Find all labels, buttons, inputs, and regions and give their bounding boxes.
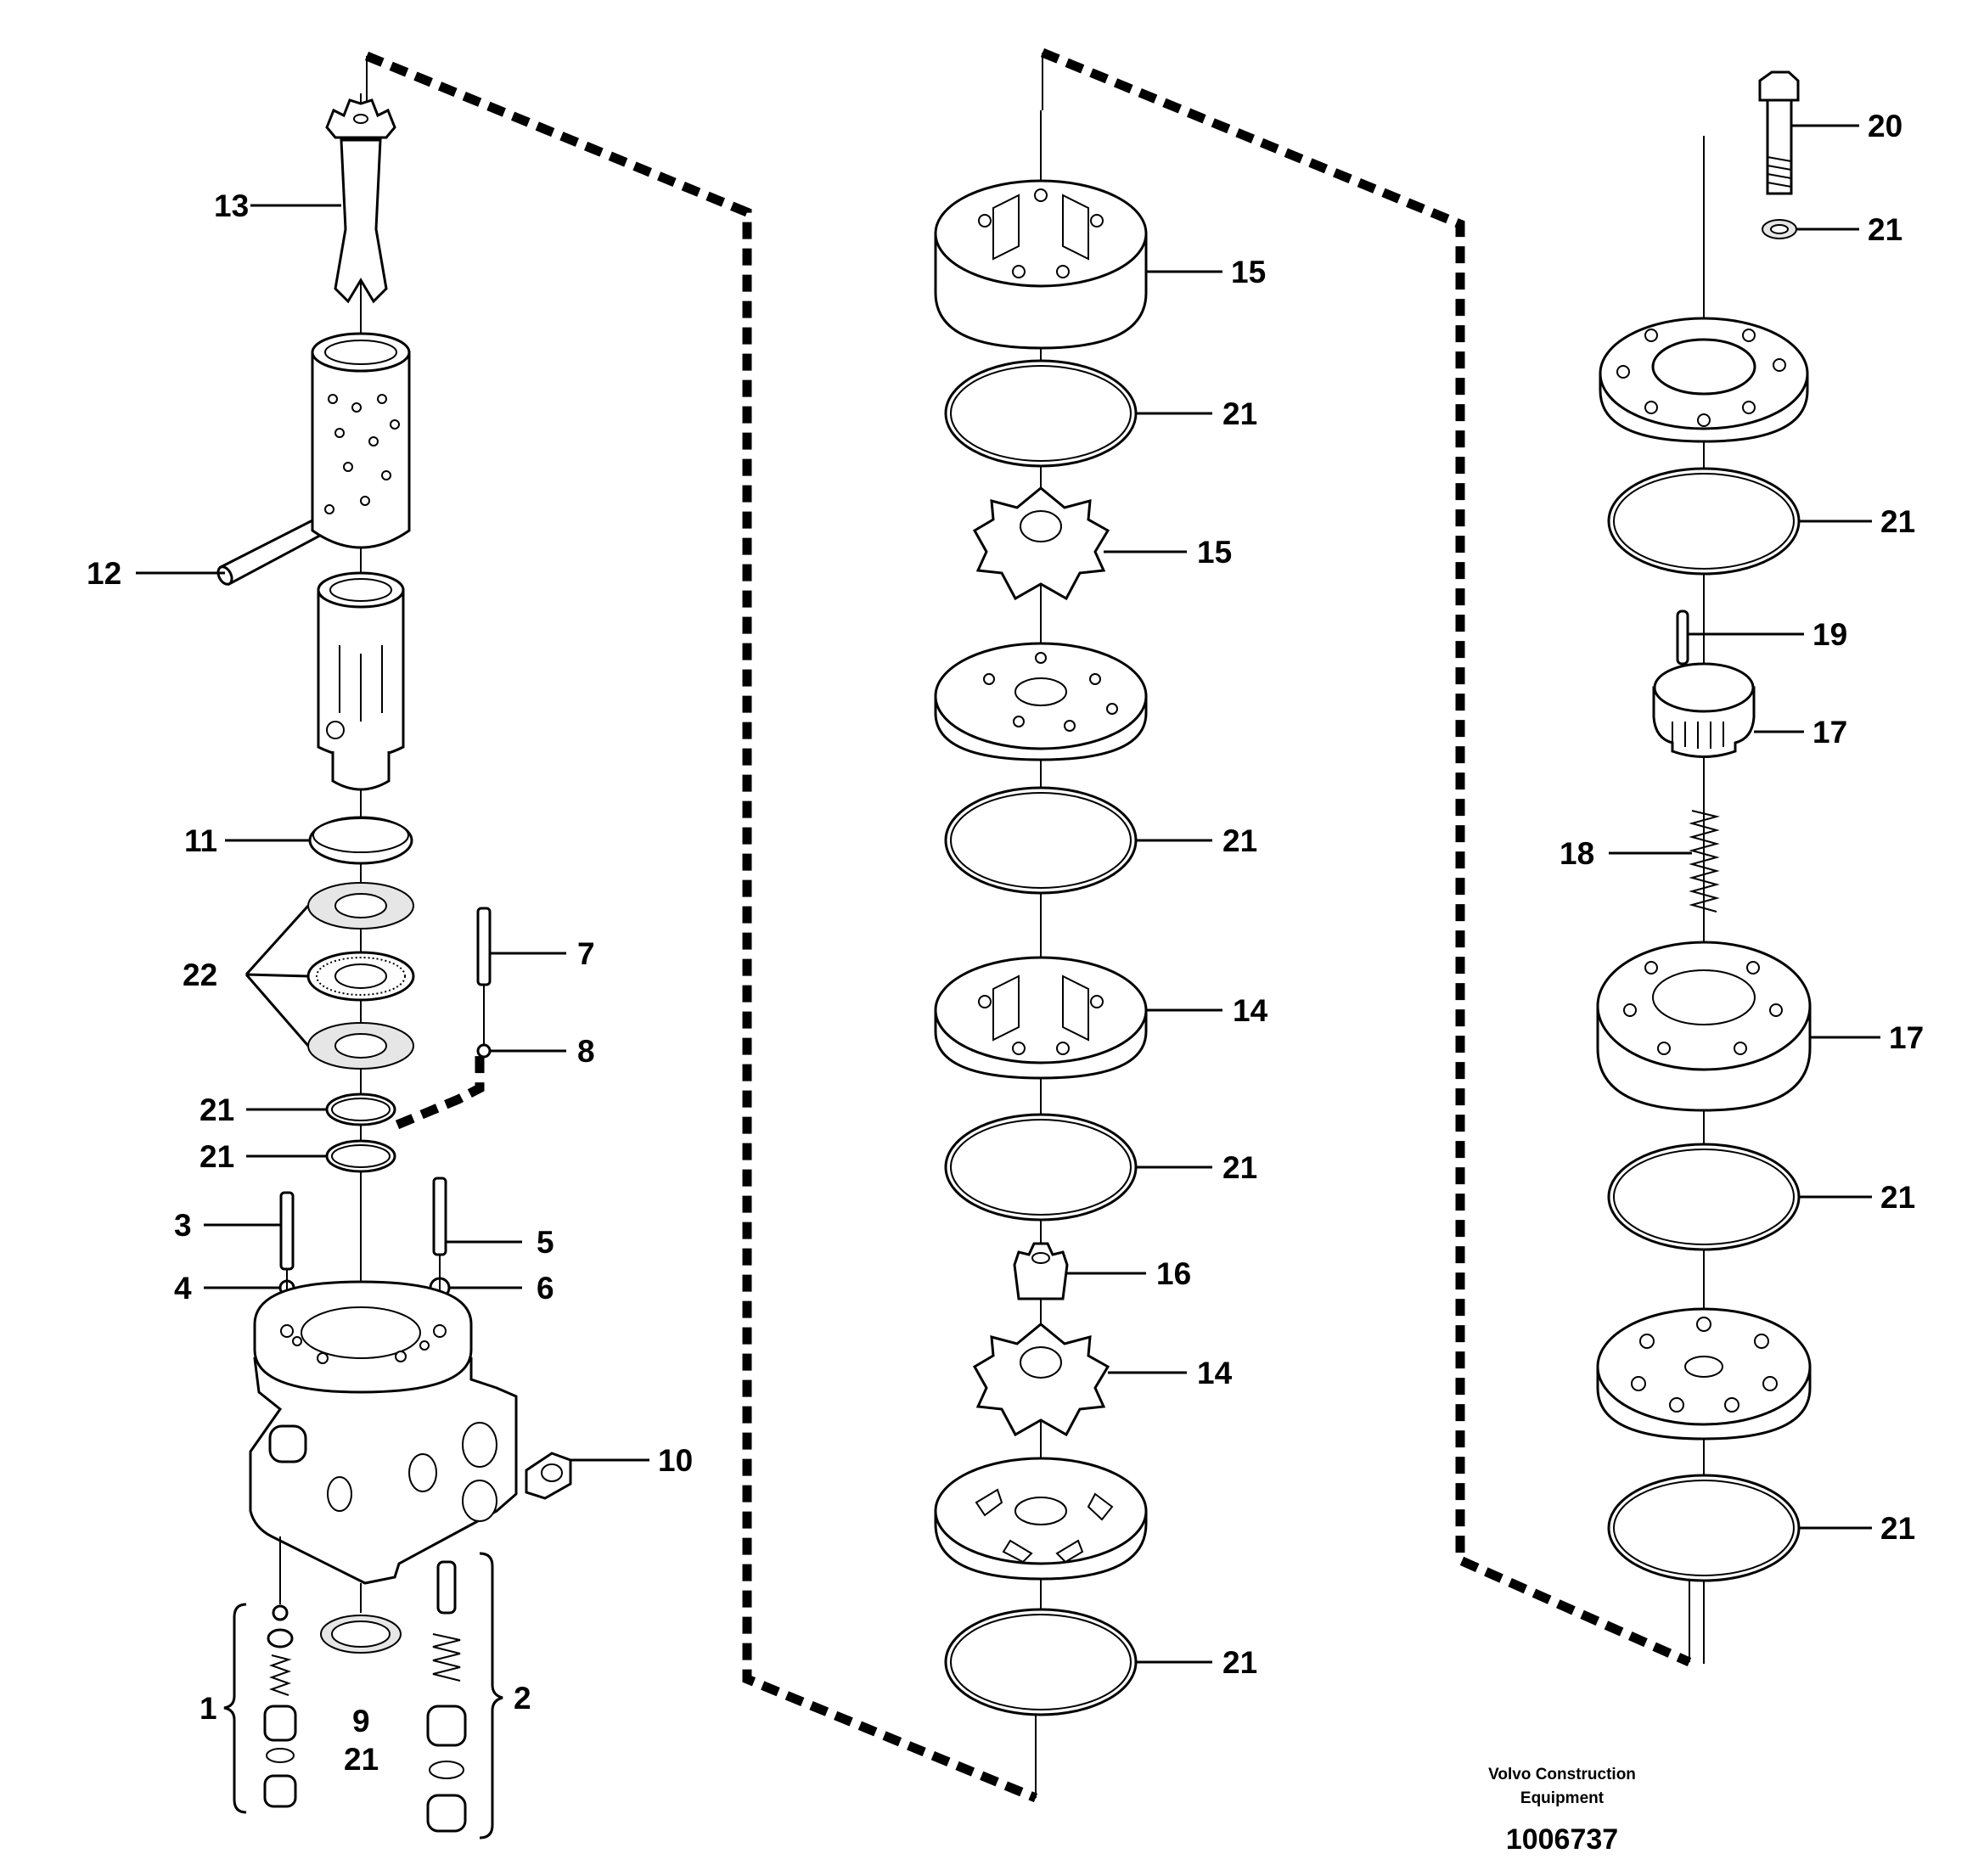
bracket-2	[479, 1552, 503, 1839]
callout-21-right-d: 21	[1880, 1511, 1915, 1546]
callout-15-ring: 15	[1231, 255, 1266, 289]
document-number: 1006737	[1506, 1823, 1618, 1856]
callout-17-valve: 17	[1812, 715, 1847, 750]
pin-part	[216, 514, 332, 587]
spring-18-part	[1689, 810, 1720, 913]
credit-block: Volvo Construction Equipment 1006737	[1488, 1766, 1636, 1856]
valve-housing-part	[249, 1280, 518, 1585]
bolt-20-part	[1758, 70, 1800, 195]
steering-unit-column	[216, 98, 572, 1839]
check-valve-17-part	[1652, 662, 1756, 758]
callout-10: 10	[658, 1443, 693, 1478]
callout-14-ring: 14	[1233, 993, 1268, 1028]
credit-line-1: Volvo Construction	[1488, 1766, 1636, 1783]
end-cover-part	[1599, 317, 1809, 443]
star-rotor-14-part	[972, 1323, 1110, 1437]
bracket-1	[223, 1603, 247, 1814]
callout-16: 16	[1156, 1256, 1191, 1291]
callout-7: 7	[577, 936, 595, 971]
end-cover-column	[1596, 70, 1812, 1582]
ring-gear-14-part	[934, 956, 1148, 1080]
callout-21-mid-c: 21	[1222, 1150, 1257, 1185]
callout-13: 13	[214, 188, 249, 223]
callout-11: 11	[184, 823, 217, 858]
callout-8: 8	[577, 1034, 595, 1069]
callout-3: 3	[174, 1208, 192, 1243]
callout-21-mid-a: 21	[1222, 396, 1257, 431]
callout-2: 2	[514, 1681, 531, 1716]
distribution-plate-upper-part	[934, 642, 1148, 761]
small-gear-16-part	[1013, 1242, 1069, 1300]
credit-line-2: Equipment	[1520, 1789, 1605, 1807]
callout-21-mid-d: 21	[1222, 1645, 1257, 1680]
callout-labels: 13 12 11 22 21 21 3 4 5 6 7 8 10 1 2 9 2…	[87, 109, 1924, 1777]
bearing-washers-part	[306, 882, 415, 1070]
sleeve-part	[311, 332, 411, 549]
callout-21-right-c: 21	[1880, 1180, 1915, 1215]
valve-cartridge-1-part	[263, 1536, 297, 1808]
fitting-plug-part	[525, 1452, 572, 1500]
callout-1: 1	[200, 1691, 217, 1726]
distribution-plate-lower-part	[934, 1457, 1148, 1581]
callout-21-left-b: 21	[200, 1139, 234, 1174]
assembly-outline-left	[364, 51, 1038, 1803]
callout-12: 12	[87, 556, 121, 591]
callout-21-right-a: 21	[1868, 212, 1902, 247]
drive-shaft-part	[325, 98, 396, 304]
callout-15-rotor: 15	[1197, 535, 1232, 570]
ring-11-part	[308, 816, 413, 865]
callout-4: 4	[174, 1271, 192, 1306]
callout-22: 22	[183, 958, 217, 992]
valve-body-17-part	[1596, 941, 1812, 1112]
callout-17-body: 17	[1889, 1020, 1924, 1055]
star-rotor-15-part	[972, 486, 1110, 601]
callout-20: 20	[1868, 109, 1902, 143]
callout-18: 18	[1560, 836, 1594, 871]
gerotor-set-column	[934, 179, 1148, 1716]
callout-6: 6	[537, 1271, 554, 1306]
leader-lines	[136, 124, 1880, 1664]
plugs-and-balls-part	[278, 907, 492, 1358]
valve-cartridge-2-part	[426, 1560, 467, 1833]
pin-19-part	[1676, 609, 1689, 666]
callout-5: 5	[537, 1225, 554, 1260]
callout-21-mid-b: 21	[1222, 823, 1257, 858]
ring-gear-15-part	[934, 179, 1148, 350]
callout-21-left-a: 21	[200, 1092, 234, 1127]
callout-19: 19	[1812, 617, 1847, 652]
callout-14-rotor: 14	[1197, 1356, 1233, 1390]
callout-9: 9	[352, 1704, 370, 1738]
seal-9-part	[320, 1583, 402, 1654]
callout-21-right-b: 21	[1880, 504, 1915, 539]
port-plate-part	[1596, 1307, 1812, 1441]
callout-21-left-c: 21	[344, 1742, 379, 1777]
spool-part	[317, 571, 405, 791]
